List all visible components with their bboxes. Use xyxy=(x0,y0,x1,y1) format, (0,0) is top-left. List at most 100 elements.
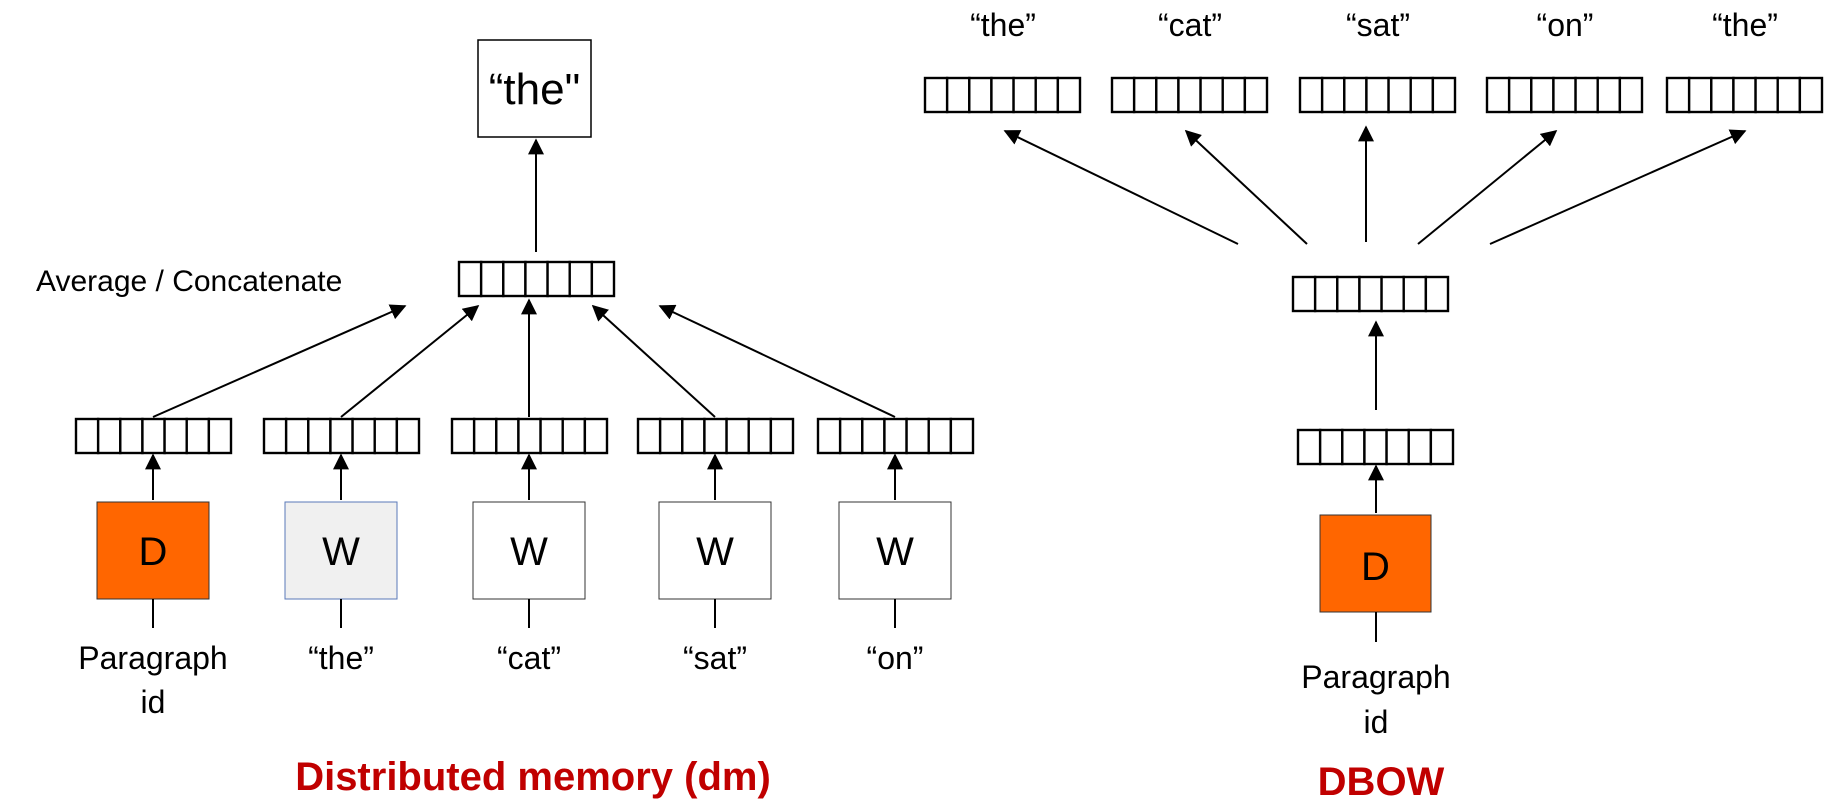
dm-word-box xyxy=(838,501,952,600)
dbow-paragraph-cells-cell xyxy=(1429,428,1455,466)
dbow-paragraph-cells-cell xyxy=(1407,428,1433,466)
dbow-hidden-cells-cell xyxy=(1313,275,1339,313)
dbow-output-vector-cell xyxy=(1530,76,1555,114)
dm-combine-arrow xyxy=(658,304,896,418)
dbow-output-vector xyxy=(1110,76,1269,114)
dbow-output-vector-cell xyxy=(1132,76,1158,114)
dm-hidden-vector xyxy=(457,260,616,298)
dm-input-label: Paragraph xyxy=(78,640,227,676)
dbow-hidden-cells-cell xyxy=(1424,275,1450,313)
dbow-hidden-cells-cell xyxy=(1336,275,1361,313)
dm-word-box xyxy=(284,501,398,600)
dm-input-label: “cat” xyxy=(497,640,561,676)
dm-input-vector-cell xyxy=(816,417,842,455)
dm-input-vector-cell xyxy=(905,417,930,455)
dm-input-vector-cell xyxy=(517,417,542,455)
dbow-paragraph-cells-cell xyxy=(1296,428,1322,466)
dm-input-vector-cell xyxy=(681,417,706,455)
dm-input-vector-cell xyxy=(636,417,662,455)
dbow-output-vector-cell xyxy=(1507,76,1533,114)
dm-doc-box xyxy=(96,501,210,600)
dm-input-vector-cell xyxy=(163,417,188,455)
dbow-output-column: “the” xyxy=(923,7,1239,245)
dm-input-column: W “cat” xyxy=(450,298,609,676)
dbow-output-vector-cell xyxy=(1732,76,1757,114)
dm-input-vector-cell xyxy=(725,417,750,455)
dbow-doc-label-line2: id xyxy=(1364,704,1389,740)
dm-combine-arrow xyxy=(340,304,480,418)
dbow-paragraph-cells-cell xyxy=(1341,428,1366,466)
dm-input-vector-cell xyxy=(262,417,288,455)
dm-input-vector-cell xyxy=(838,417,864,455)
dbow-predict-arrow xyxy=(1489,129,1747,245)
dm-input-vector-cell xyxy=(927,417,953,455)
dbow-output-vector-cell xyxy=(1343,76,1368,114)
dbow-output-vector-cell xyxy=(1320,76,1346,114)
dm-input-vector-cell xyxy=(539,417,564,455)
dbow-output-vector-cell xyxy=(1243,76,1269,114)
dbow-output-vector xyxy=(1298,76,1457,114)
dbow-output-vector-cell xyxy=(1221,76,1247,114)
dm-input-label: id xyxy=(141,684,166,720)
dm-input-vector-cell xyxy=(96,417,122,455)
dm-word-box-label: W xyxy=(696,530,734,574)
dbow-output-vector-cell xyxy=(1710,76,1735,114)
dm-hidden-cells-cell xyxy=(590,260,616,298)
dm-word-box xyxy=(472,501,586,600)
dm-hidden-cells-cell xyxy=(524,260,549,298)
dbow-output-vector-cell xyxy=(1365,76,1390,114)
dbow-output-word: “sat” xyxy=(1346,7,1410,43)
dm-input-vector-cell xyxy=(119,417,144,455)
dm-input-vector-cell xyxy=(74,417,100,455)
dbow-output-vector-cell xyxy=(1409,76,1435,114)
dm-word-box-label: W xyxy=(322,530,360,574)
dbow-output-vector-cell xyxy=(1110,76,1136,114)
dbow-output-vector xyxy=(1485,76,1644,114)
dm-input-label: “on” xyxy=(867,640,924,676)
dbow-caption: DBOW xyxy=(1318,760,1445,804)
dm-input-vector-cell xyxy=(284,417,310,455)
dm-input-vector-cell xyxy=(703,417,728,455)
dm-input-vector xyxy=(636,417,795,455)
dbow-model: “the”“cat”“sat”“on”“the” D Paragraph id … xyxy=(923,7,1824,804)
dm-input-column: D Paragraph id xyxy=(74,304,407,720)
dm-word-box-label: W xyxy=(510,530,548,574)
dbow-output-columns: “the”“cat”“sat”“on”“the” xyxy=(923,7,1824,245)
dm-word-box-label: W xyxy=(876,530,914,574)
dm-input-vector-cell xyxy=(561,417,587,455)
dbow-output-vector-cell xyxy=(968,76,993,114)
dbow-output-vector-cell xyxy=(1665,76,1691,114)
dm-input-column: W“sat” xyxy=(591,304,795,676)
dm-input-vector xyxy=(816,417,975,455)
dbow-output-column: “on” xyxy=(1417,7,1644,245)
dbow-predict-arrow xyxy=(1184,129,1308,245)
dm-hidden-cells-cell xyxy=(502,260,527,298)
dbow-output-word: “on” xyxy=(1537,7,1594,43)
dbow-output-vector-cell xyxy=(1199,76,1224,114)
dbow-output-column: “cat” xyxy=(1110,7,1308,245)
dbow-output-vector-cell xyxy=(1618,76,1644,114)
dm-input-vector-cell xyxy=(949,417,975,455)
dbow-paragraph-cells xyxy=(1296,428,1455,466)
dm-input-vector-cell xyxy=(141,417,166,455)
dm-doc-box-label: D xyxy=(139,530,168,574)
dm-caption: Distributed memory (dm) xyxy=(295,755,771,799)
dm-hidden-cells-cell xyxy=(479,260,505,298)
dbow-output-word: “cat” xyxy=(1158,7,1222,43)
dm-input-vector-cell xyxy=(769,417,795,455)
dbow-hidden-cells-cell xyxy=(1402,275,1428,313)
dm-input-vector-cell xyxy=(883,417,908,455)
dbow-output-vector-cell xyxy=(1596,76,1622,114)
dm-input-vector-cell xyxy=(450,417,476,455)
dbow-paragraph-cells-cell xyxy=(1318,428,1344,466)
dbow-doc-label-line1: Paragraph xyxy=(1301,659,1450,695)
dbow-output-vector xyxy=(1665,76,1824,114)
dbow-output-vector-cell xyxy=(1552,76,1577,114)
dbow-output-vector-cell xyxy=(1798,76,1824,114)
dm-input-vector xyxy=(74,417,233,455)
dm-input-vector-cell xyxy=(207,417,233,455)
dbow-predict-arrow xyxy=(1417,129,1558,245)
dbow-output-word: “the” xyxy=(1712,7,1778,43)
